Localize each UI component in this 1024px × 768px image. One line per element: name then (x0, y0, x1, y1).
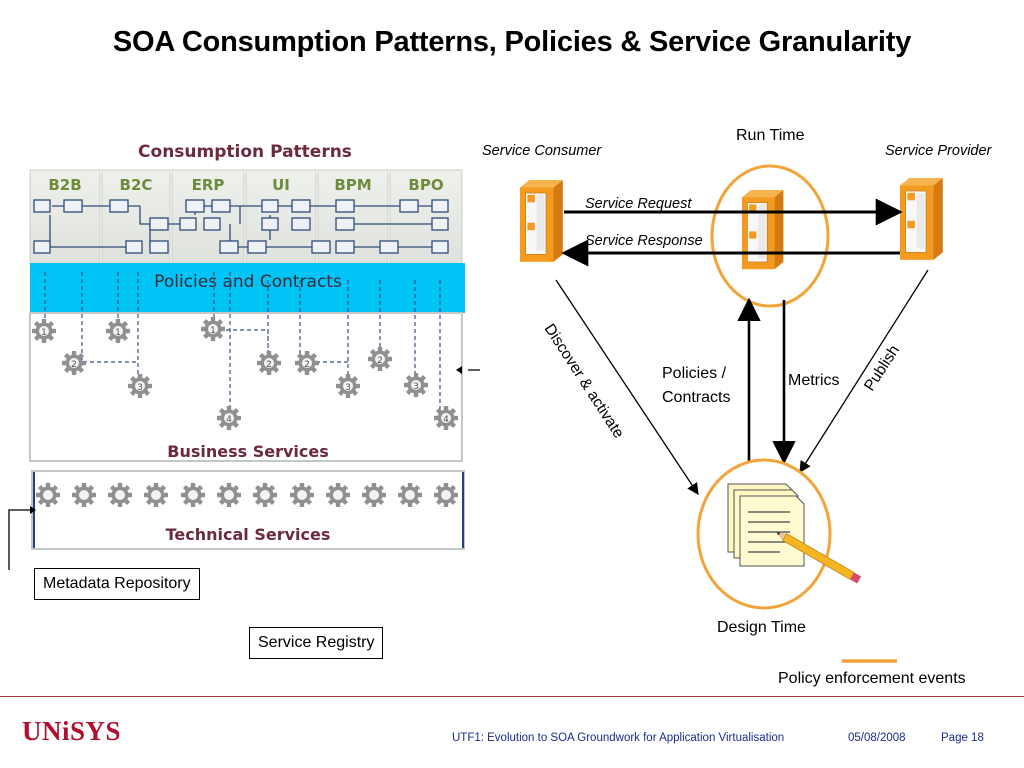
column-label-erp: ERP (192, 176, 225, 194)
footer-page-number: Page 18 (941, 732, 984, 744)
request-response-arrows (561, 198, 903, 267)
discover-activate-label: Discover & activate (541, 321, 628, 442)
process-flow-boxes (33, 199, 449, 254)
run-time-label: Run Time (736, 127, 805, 144)
discover-publish-arrows (555, 269, 929, 495)
design-time-ring (696, 458, 832, 610)
policies-contracts-label-line1: Policies / (662, 365, 727, 382)
service-registry-box: Service Registry (249, 627, 384, 659)
metrics-label: Metrics (788, 372, 840, 389)
service-response-label: Service Response (585, 233, 703, 249)
technical-services-heading: Technical Services (166, 525, 331, 544)
column-label-bpo: BPO (408, 176, 443, 194)
design-document-icon (727, 483, 862, 584)
business-service-connectors (44, 272, 441, 414)
svg-text:1: 1 (210, 326, 216, 336)
publish-label: Publish (861, 342, 903, 394)
policies-contracts-label-line2: Contracts (662, 389, 731, 406)
business-services-heading: Business Services (167, 442, 329, 461)
service-consumer-server-icon (519, 179, 564, 263)
column-label-bpm: BPM (334, 176, 371, 194)
policy-metric-arrows (737, 297, 796, 465)
svg-text:2: 2 (377, 356, 383, 366)
svg-text:2: 2 (266, 360, 272, 370)
consumption-patterns-heading: Consumption Patterns (138, 142, 352, 162)
metadata-repository-box: Metadata Repository (34, 568, 200, 600)
svg-text:3: 3 (345, 383, 351, 393)
unisys-logo: UNiSYS (22, 716, 122, 746)
svg-text:3: 3 (413, 382, 419, 392)
svg-text:2: 2 (71, 360, 77, 370)
pattern-columns (29, 169, 463, 266)
run-time-ring (710, 164, 830, 308)
svg-text:1: 1 (41, 328, 47, 338)
svg-text:2: 2 (304, 360, 310, 370)
column-label-ui: UI (272, 176, 290, 194)
footer-text: UTF1: Evolution to SOA Groundwork for Ap… (452, 732, 785, 744)
column-label-b2b: B2B (48, 176, 81, 194)
svg-text:4: 4 (443, 415, 449, 425)
service-request-label: Service Request (585, 196, 692, 212)
column-label-b2c: B2C (120, 176, 153, 194)
service-provider-label: Service Provider (885, 143, 992, 159)
service-consumer-label: Service Consumer (482, 143, 602, 159)
svg-text:3: 3 (137, 383, 143, 393)
footer-divider (0, 696, 1024, 697)
slide-title: SOA Consumption Patterns, Policies & Ser… (112, 26, 912, 58)
business-services-panel (29, 312, 463, 462)
policies-band (30, 263, 465, 313)
service-provider-server-icon (899, 177, 944, 261)
legend-label: Policy enforcement events (778, 670, 966, 687)
repository-connectors (8, 369, 480, 570)
svg-text:1: 1 (115, 328, 121, 338)
runtime-diagram-graphic: Discover & activate Publish (519, 164, 944, 663)
policies-heading: Policies and Contracts (154, 272, 342, 292)
design-time-label: Design Time (717, 619, 806, 636)
consumption-diagram-graphic: Consumption Patterns B2B B2C ERP UI BPM … (8, 142, 480, 570)
footer-date: 05/08/2008 (848, 732, 906, 744)
business-service-gears: 1 1 1 2 2 2 2 3 3 3 4 4 (32, 317, 458, 430)
runtime-server-icon (741, 189, 784, 270)
svg-text:4: 4 (226, 415, 232, 425)
